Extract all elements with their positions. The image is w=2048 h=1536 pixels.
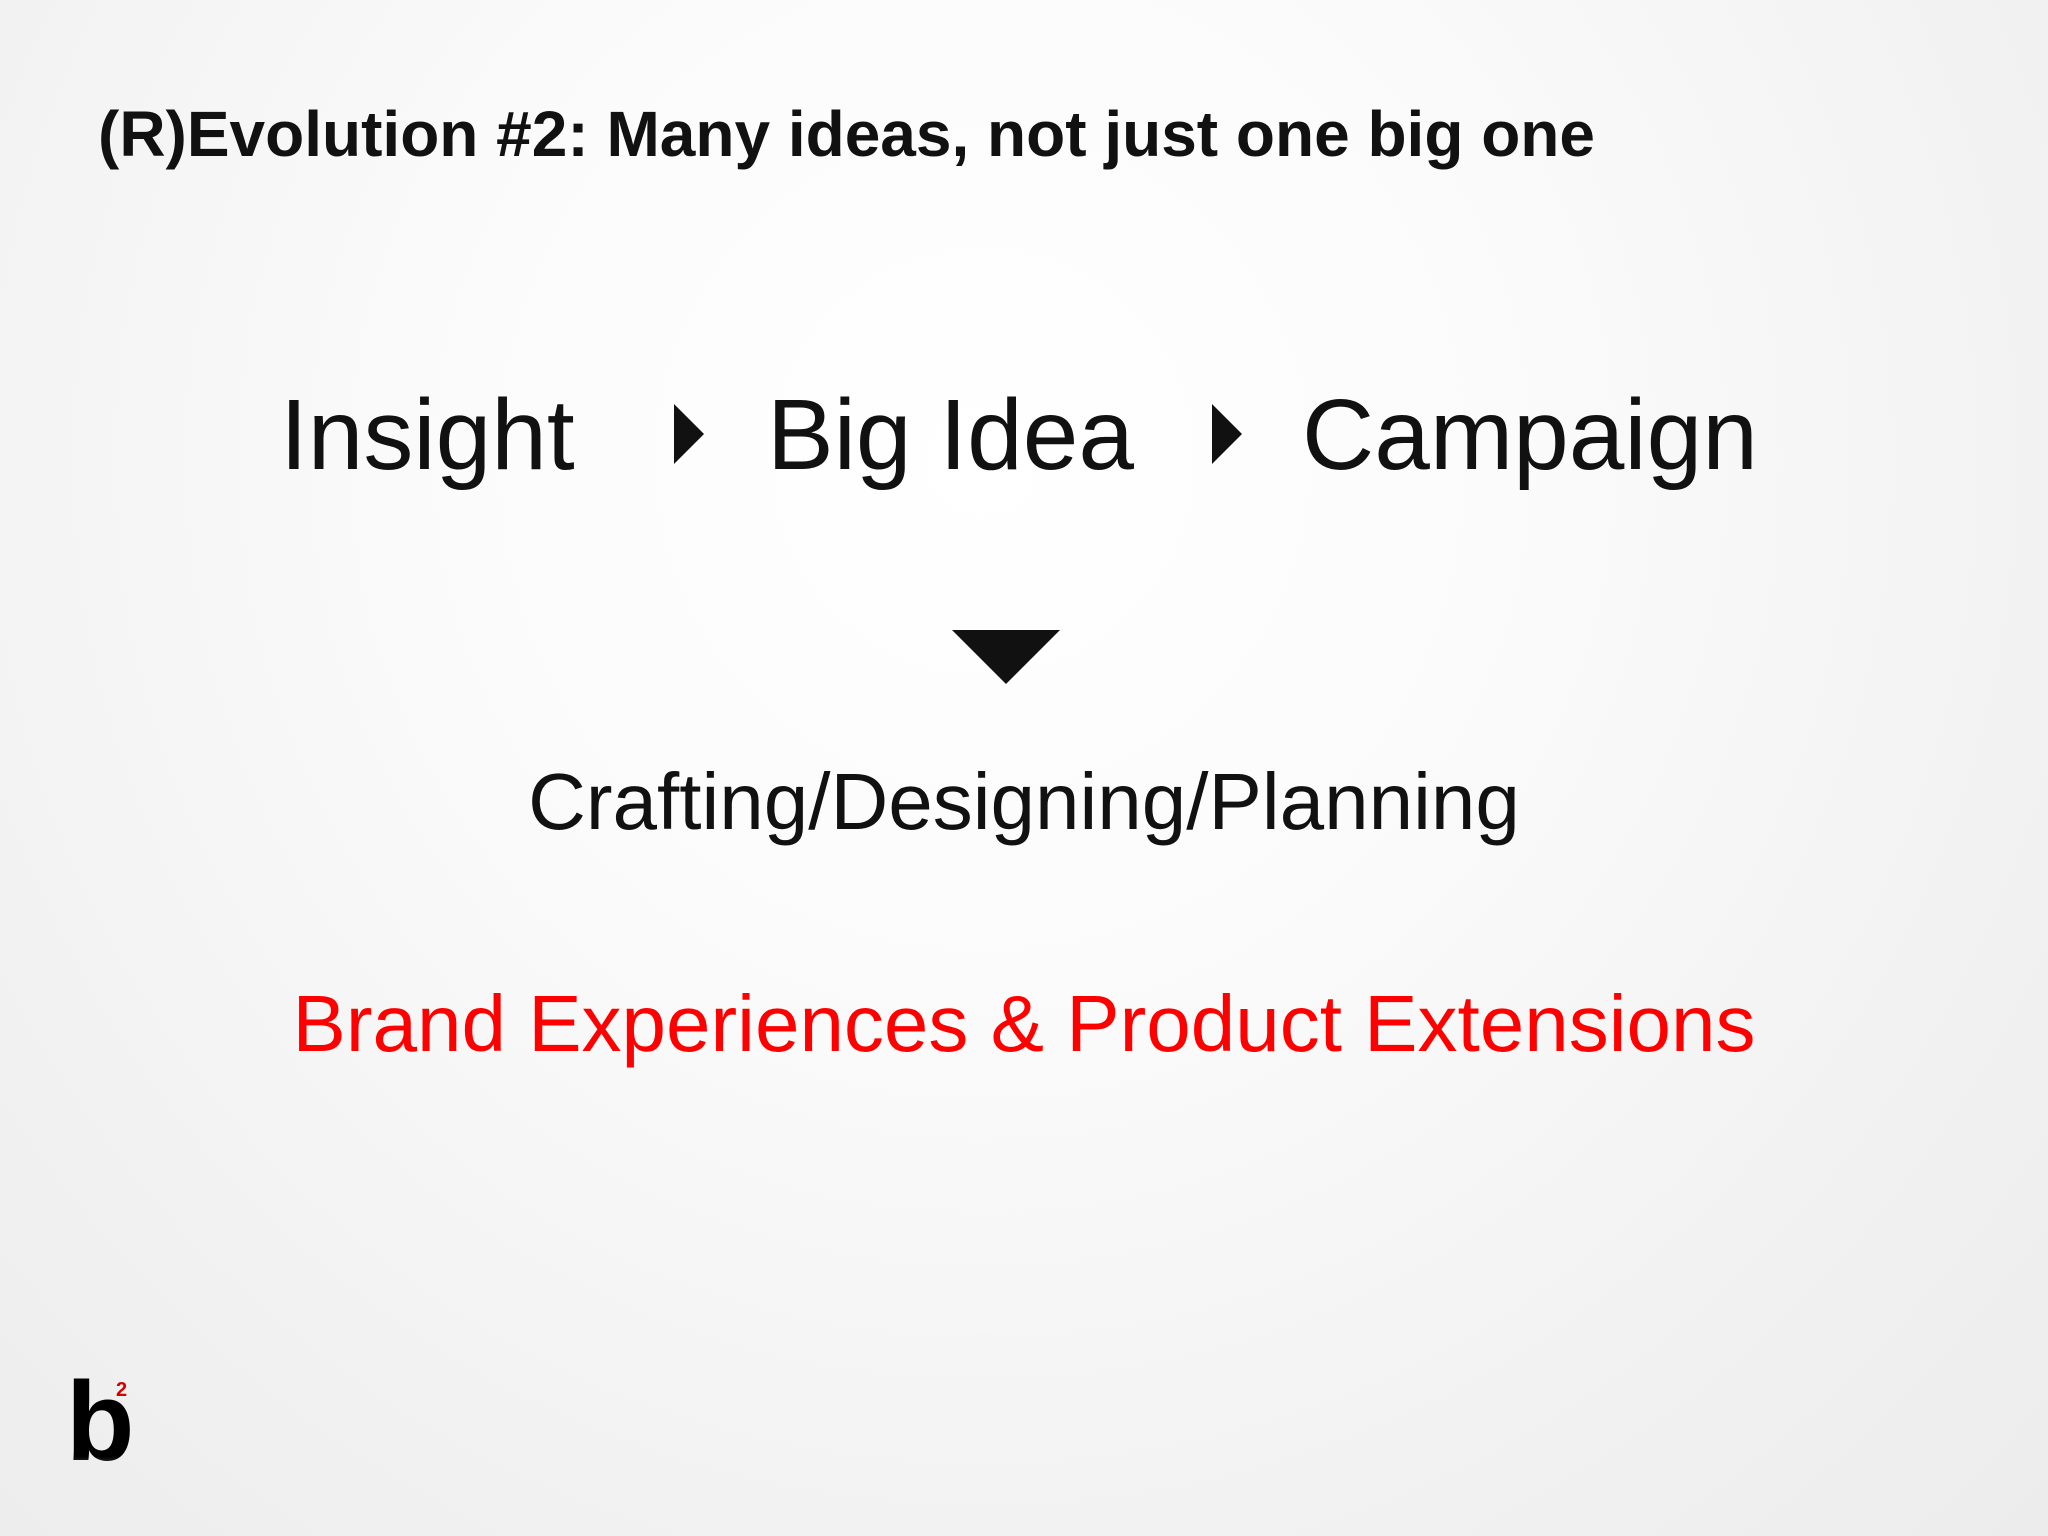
flow-step-big-idea: Big Idea [767, 379, 1134, 491]
flow-step-insight: Insight [280, 379, 575, 491]
triangle-right-icon [1212, 404, 1242, 464]
process-subtitle: Crafting/Designing/Planning [528, 757, 1520, 846]
slide-title: (R)Evolution #2: Many ideas, not just on… [98, 98, 1595, 170]
logo-superscript: 2 [116, 1379, 127, 1401]
triangle-down-icon [952, 630, 1060, 684]
highlight-statement: Brand Experiences & Product Extensions [292, 979, 1756, 1068]
triangle-right-icon [674, 404, 704, 464]
process-flow: Insight Big Idea Campaign [0, 370, 2048, 500]
b2-logo: b 2 [66, 1359, 134, 1476]
flow-step-campaign: Campaign [1302, 379, 1758, 491]
logo-letter: b [66, 1359, 134, 1476]
